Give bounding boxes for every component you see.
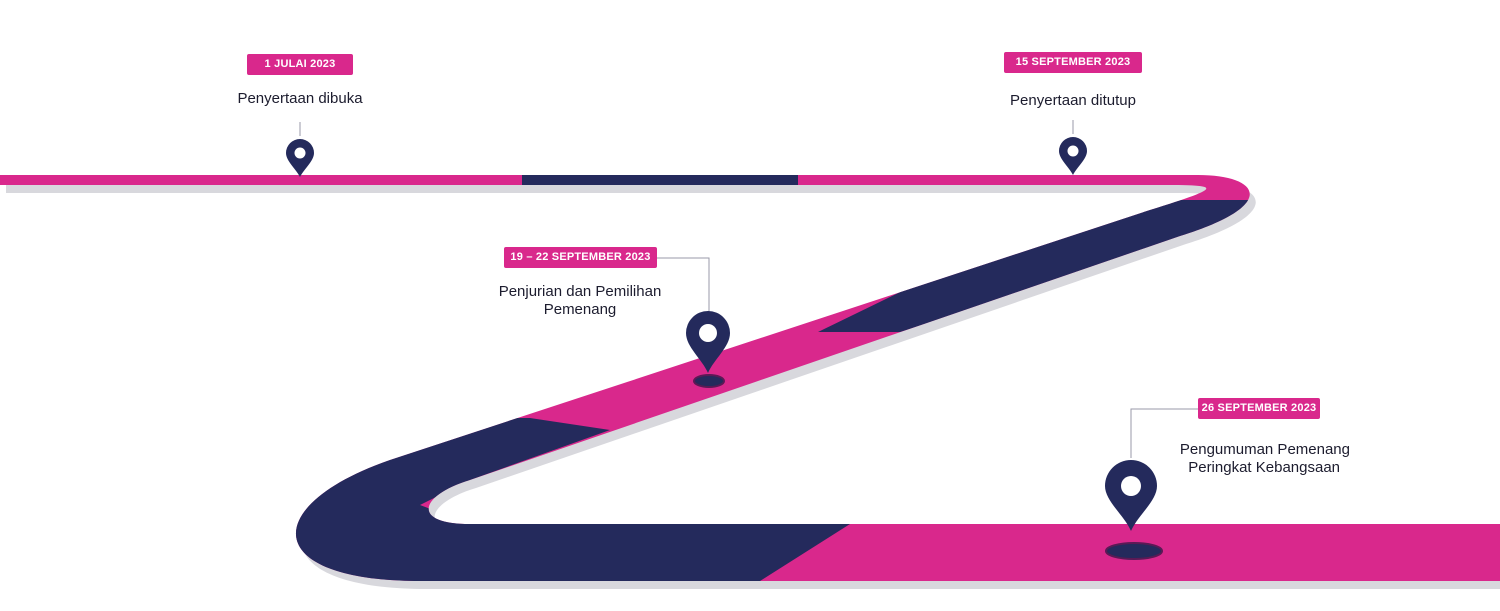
milestone-title-line: Pemenang	[543, 301, 617, 318]
milestone-title-line: Peringkat Kebangsaan	[1188, 459, 1340, 476]
milestone-title-line: Penjurian dan Pemilihan	[498, 283, 662, 300]
milestone-date-badge: 15 SEPTEMBER 2023	[1004, 52, 1142, 73]
milestone-title-line: Pengumuman Pemenang	[1179, 441, 1350, 458]
map-pin-icon	[686, 311, 730, 373]
map-pin-icon	[1059, 137, 1087, 175]
milestone-title: Penyertaan ditutup	[1010, 92, 1136, 109]
map-pin-icon	[1105, 460, 1157, 531]
connector-line-4	[1130, 408, 1198, 458]
milestone-date-badge: 26 SEPTEMBER 2023	[1198, 398, 1320, 419]
map-pin-icon	[286, 139, 314, 177]
road-segment-navy-curve	[250, 418, 850, 581]
road-segment-navy-upper-diagonal	[818, 200, 1300, 332]
milestone-date-badge: 19 – 22 SEPTEMBER 2023	[504, 247, 657, 268]
pin-shadow-3	[693, 374, 725, 388]
milestone-date-badge: 1 JULAI 2023	[247, 54, 353, 75]
pin-shadow-4	[1105, 542, 1163, 560]
connector-line-3	[657, 257, 710, 312]
milestone-title: Penyertaan dibuka	[237, 90, 363, 107]
